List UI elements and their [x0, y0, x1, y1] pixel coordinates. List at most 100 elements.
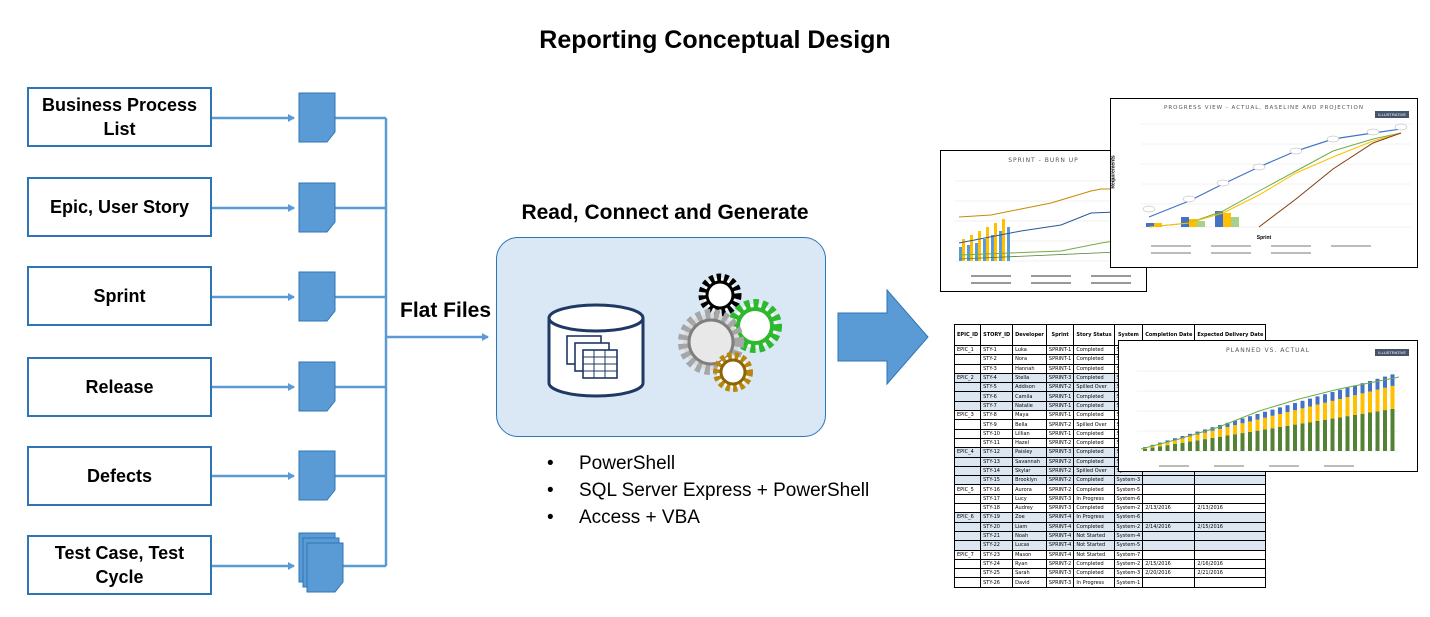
bar-segment — [1263, 411, 1267, 418]
table-cell: SPRINT-2 — [1045, 558, 1075, 570]
table-cell: EPIC_2 — [953, 372, 982, 384]
tool-label: SQL Server Express + PowerShell — [579, 480, 870, 501]
table-cell: System-4 — [1113, 530, 1144, 542]
table-cell: STY-21 — [980, 530, 1014, 542]
table-cell: David — [1012, 577, 1047, 588]
bar-segment — [1210, 430, 1215, 438]
table-cell: System-5 — [1113, 484, 1144, 495]
table-cell: System-6 — [1113, 493, 1144, 505]
table-cell — [1142, 475, 1196, 486]
table-cell: SPRINT-1 — [1045, 354, 1075, 365]
bar-segment — [1248, 416, 1252, 422]
table-header-cell: Sprint — [1045, 324, 1075, 346]
table-header-cell: Developer — [1012, 324, 1047, 346]
flat-file-icon — [298, 182, 336, 233]
bar-segment — [1368, 412, 1372, 451]
table-cell: Spilled Over — [1073, 382, 1115, 393]
table-cell — [1194, 512, 1267, 523]
bar-segment — [1345, 387, 1350, 398]
table-cell — [953, 400, 982, 412]
table-cell — [1142, 549, 1196, 560]
table-cell — [953, 382, 982, 393]
table-cell: STY-2 — [980, 354, 1014, 365]
bar-segment — [1255, 414, 1260, 420]
flat-file-stack-icon — [306, 542, 344, 593]
bar-segment — [1210, 437, 1215, 451]
bar-segment — [1180, 438, 1185, 443]
table-cell: STY-9 — [980, 419, 1014, 430]
bar-segment — [1255, 430, 1260, 451]
table-cell: System-2 — [1113, 521, 1144, 532]
table-cell: SPRINT-3 — [1045, 568, 1075, 579]
bar-segment — [1195, 434, 1200, 441]
table-cell: SPRINT-3 — [1045, 493, 1075, 505]
table-cell: Luka — [1012, 344, 1047, 356]
progress-badge: ILLUSTRATIVE — [1375, 111, 1409, 118]
table-cell: SPRINT-3 — [1045, 447, 1075, 458]
bar-segment — [1390, 385, 1395, 409]
table-cell: SPRINT-4 — [1045, 512, 1075, 523]
table-cell: SPRINT-3 — [1045, 372, 1075, 384]
table-cell: STY-17 — [980, 493, 1014, 505]
table-cell — [953, 437, 982, 449]
table-cell: STY-23 — [980, 549, 1014, 560]
bar-segment — [1270, 428, 1275, 451]
bar-segment — [1270, 409, 1275, 416]
bar-segment — [1278, 413, 1282, 428]
bar-segment — [1368, 391, 1372, 413]
table-cell: Not Started — [1073, 549, 1115, 560]
table-cell: SPRINT-2 — [1045, 382, 1075, 393]
table-header-cell: STORY_ID — [980, 324, 1014, 346]
bar-segment — [1150, 444, 1155, 446]
table-cell — [1142, 484, 1196, 495]
table-cell: Lillian — [1012, 428, 1047, 439]
bar-segment — [1293, 410, 1297, 425]
bar-segment — [1218, 436, 1222, 451]
bar-segment — [1293, 424, 1297, 451]
table-cell — [1194, 475, 1267, 486]
table-cell — [953, 354, 982, 365]
gears-icon — [678, 273, 782, 392]
bar-segment — [1173, 440, 1177, 444]
bar-segment — [1248, 431, 1252, 451]
bar-segment — [1203, 439, 1207, 451]
table-cell — [1142, 530, 1196, 542]
tool-item: •Access + VBA — [547, 507, 700, 528]
bar-segment — [1360, 393, 1365, 414]
table-cell: SPRINT-1 — [1045, 410, 1075, 421]
bar-segment — [1383, 376, 1387, 388]
source-business-process-list: Business Process List — [27, 87, 212, 147]
table-cell — [953, 503, 982, 514]
source-test-case-test-cycle: Test Case, Test Cycle — [27, 535, 212, 595]
bar-segment — [1225, 427, 1230, 436]
tool-item: •SQL Server Express + PowerShell — [547, 480, 870, 501]
bar-segment — [1353, 385, 1357, 396]
table-cell: Natalie — [1012, 400, 1047, 412]
table-cell: Hannah — [1012, 363, 1047, 374]
table-cell — [953, 465, 982, 477]
table-cell: SPRINT-1 — [1045, 344, 1075, 356]
table-cell: Completed — [1073, 344, 1115, 356]
table-cell: Lucas — [1012, 540, 1047, 551]
bar-segment — [1285, 412, 1290, 426]
table-cell: SPRINT-2 — [1045, 475, 1075, 486]
bar-segment — [1353, 414, 1357, 451]
bar-segment — [1233, 420, 1237, 426]
bar-segment — [1345, 397, 1350, 417]
bar-segment — [1203, 432, 1207, 440]
bar-segment — [1308, 398, 1312, 407]
table-cell: SPRINT-2 — [1045, 437, 1075, 449]
table-cell: Lucy — [1012, 493, 1047, 505]
table-cell: Spilled Over — [1073, 419, 1115, 430]
progress-title: PROGRESS VIEW - ACTUAL, BASELINE AND PRO… — [1164, 105, 1364, 111]
table-cell: Camila — [1012, 391, 1047, 402]
bar-segment — [1248, 421, 1252, 432]
bar-segment — [1263, 417, 1267, 430]
table-cell — [953, 456, 982, 467]
bar-segment — [1278, 427, 1282, 451]
